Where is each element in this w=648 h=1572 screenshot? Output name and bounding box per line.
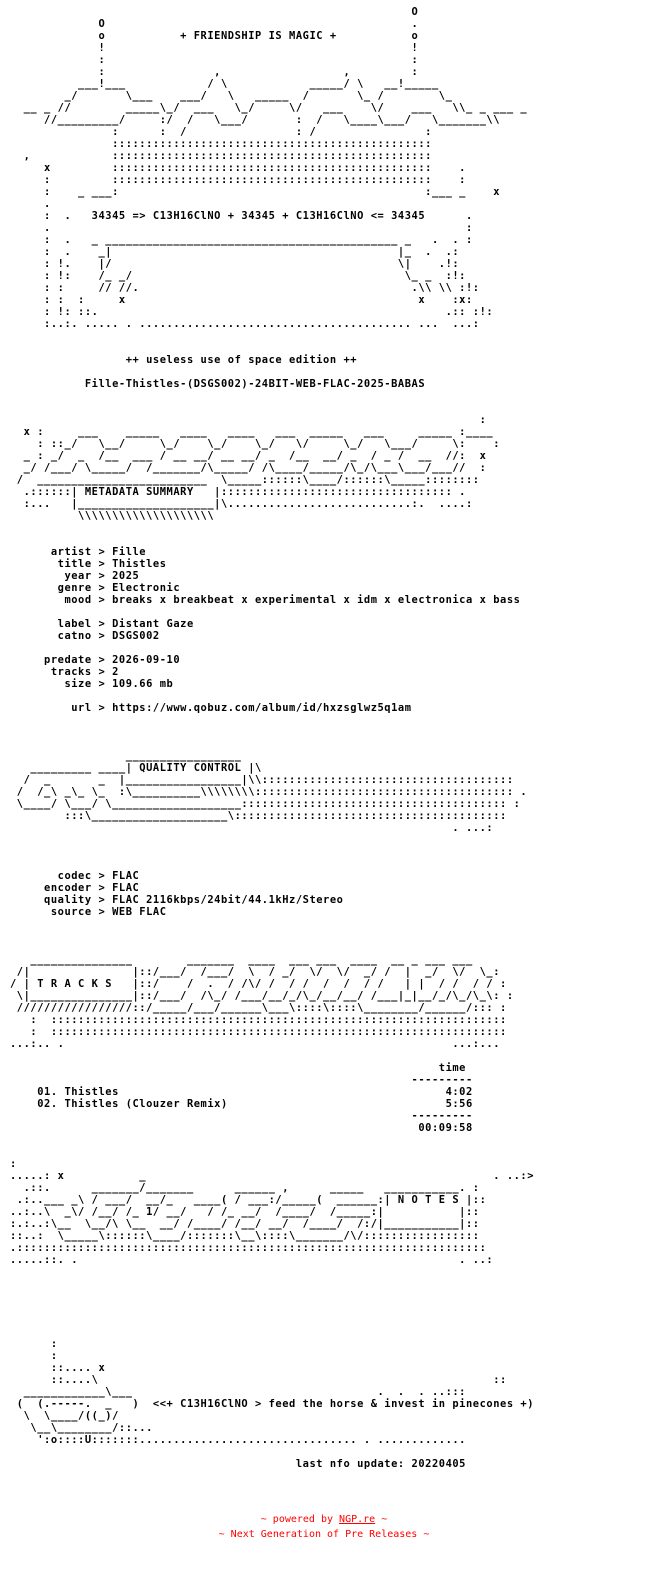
ngp-link[interactable]: NGP.re [339, 1514, 376, 1525]
footer: ~ powered by NGP.re ~ ~ Next Generation … [0, 1512, 648, 1542]
footer-powered-prefix: ~ powered by [260, 1514, 340, 1525]
footer-powered-suffix: ~ [375, 1514, 388, 1525]
footer-tagline: ~ Next Generation of Pre Releases ~ [218, 1529, 430, 1540]
footer-powered-by: ~ powered by NGP.re ~ [0, 1512, 648, 1527]
nfo-text: O O . o + FRIENDSHIP IS MAGIC + o ! ! : [10, 6, 535, 1470]
